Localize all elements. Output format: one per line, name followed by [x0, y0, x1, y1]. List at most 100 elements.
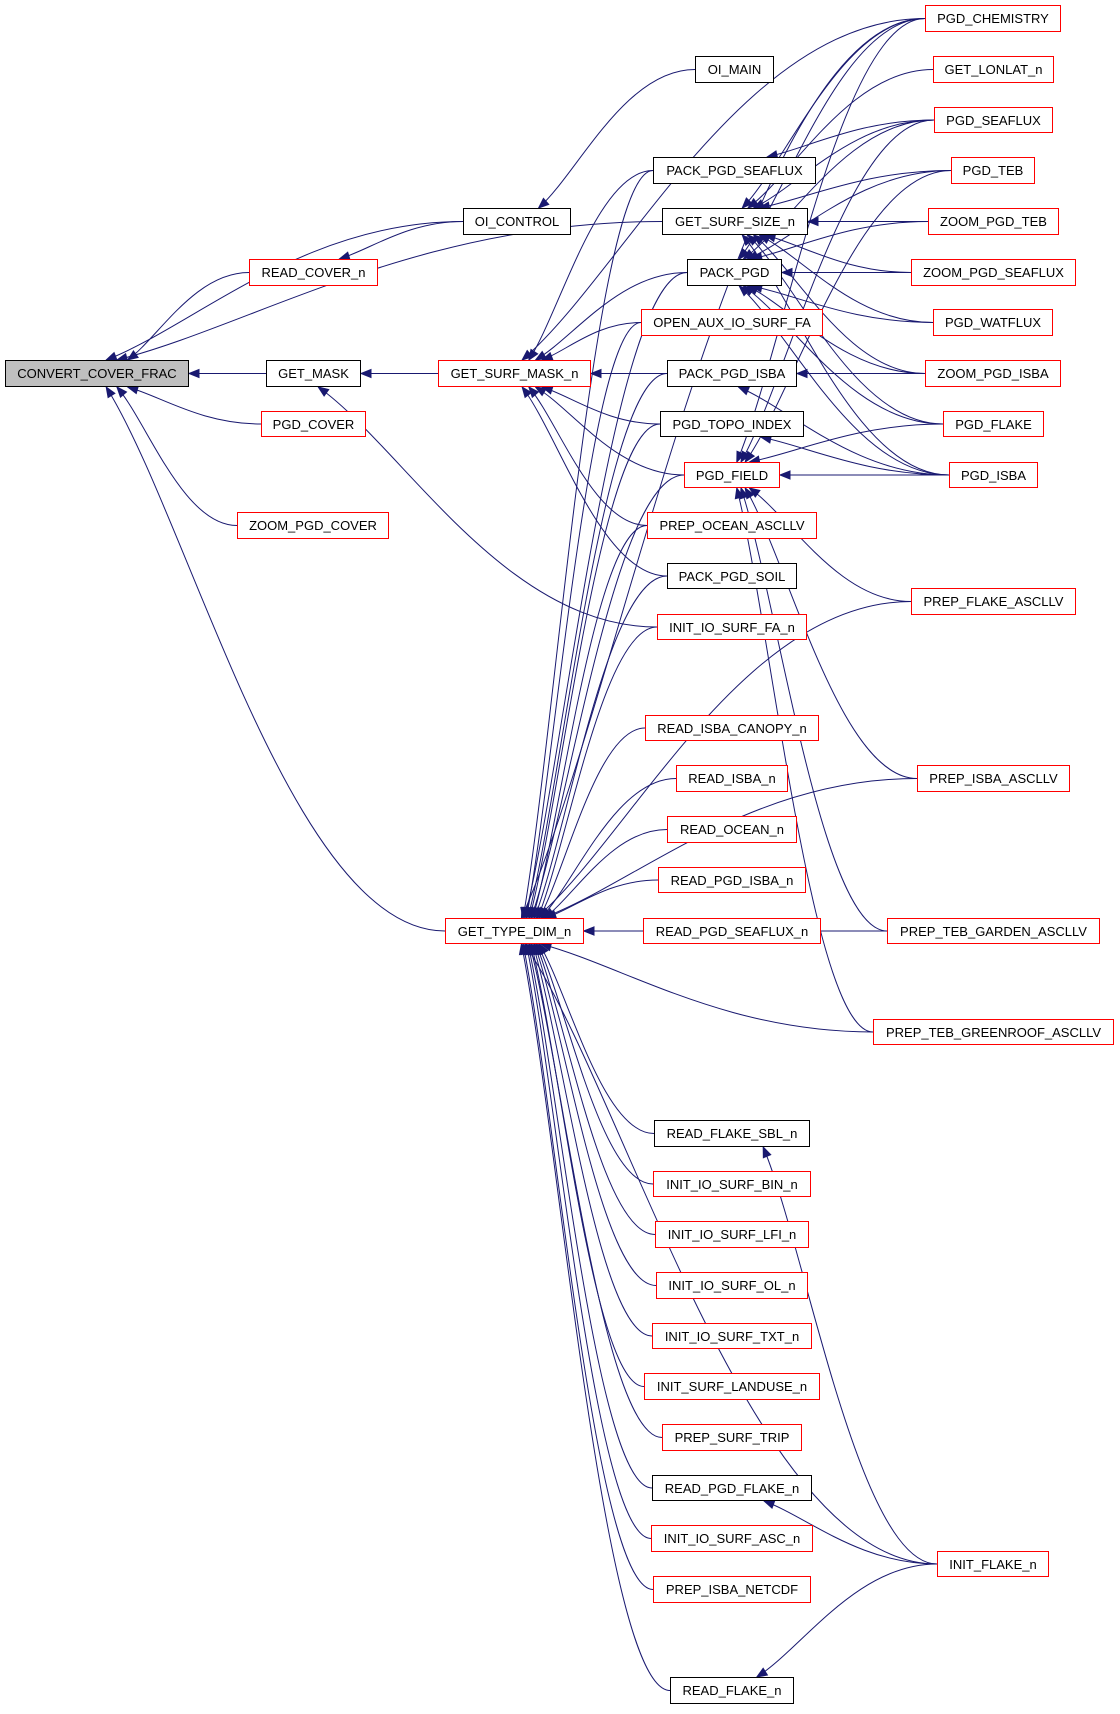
edge-init_io_surf_ol_n-to-get_type_dim_n: [533, 943, 657, 1286]
edge-pgd_field-to-get_surf_mask_n: [535, 386, 685, 476]
node-label: PGD_SEAFLUX: [946, 112, 1041, 128]
edge-pgd_flake-to-pack_pgd: [743, 285, 944, 425]
node-label: CONVERT_COVER_FRAC: [17, 366, 177, 381]
node-init-io-surf-txt-n[interactable]: INIT_IO_SURF_TXT_n: [652, 1323, 812, 1349]
edge-read_isba_n-to-get_type_dim_n: [540, 778, 677, 919]
edge-zoom_pgd_isba-to-pack_pgd: [747, 285, 926, 374]
node-init-io-surf-ol-n[interactable]: INIT_IO_SURF_OL_n: [656, 1272, 808, 1299]
node-label: PGD_FLAKE: [955, 416, 1032, 432]
edge-pack_pgd-to-get_surf_mask_n: [535, 272, 688, 361]
edge-pgd_teb-to-get_surf_size_n: [759, 170, 952, 209]
node-label: PACK_PGD_SEAFLUX: [666, 163, 803, 178]
node-open-aux-io-surf-fa[interactable]: OPEN_AUX_IO_SURF_FA: [641, 309, 823, 336]
node-label: PGD_CHEMISTRY: [937, 11, 1049, 26]
node-prep-flake-ascllv[interactable]: PREP_FLAKE_ASCLLV: [911, 588, 1076, 615]
arrowhead-icon: [534, 386, 547, 397]
edge-zoom_pgd_cover-to-convert_cover_frac: [116, 386, 238, 526]
node-pgd-field[interactable]: PGD_FIELD: [684, 462, 780, 488]
node-prep-teb-greenroof-ascllv[interactable]: PREP_TEB_GREENROOF_ASCLLV: [873, 1019, 1114, 1045]
node-pgd-topo-index[interactable]: PGD_TOPO_INDEX: [660, 411, 804, 437]
node-pgd-flake[interactable]: PGD_FLAKE: [943, 411, 1044, 437]
node-get-lonlat-n[interactable]: GET_LONLAT_n: [933, 56, 1054, 83]
node-pgd-teb[interactable]: PGD_TEB: [951, 157, 1035, 184]
node-zoom-pgd-isba[interactable]: ZOOM_PGD_ISBA: [925, 360, 1061, 387]
node-get-surf-mask-n[interactable]: GET_SURF_MASK_n: [438, 360, 591, 387]
node-zoom-pgd-seaflux[interactable]: ZOOM_PGD_SEAFLUX: [911, 259, 1076, 286]
node-read-isba-canopy-n[interactable]: READ_ISBA_CANOPY_n: [645, 715, 819, 741]
arrowhead-icon: [521, 385, 533, 399]
node-label: INIT_SURF_LANDUSE_n: [656, 1379, 808, 1394]
arrowhead-icon: [748, 487, 761, 498]
node-pack-pgd-isba[interactable]: PACK_PGD_ISBA: [667, 360, 797, 387]
edge-pgd_flake-to-get_surf_size_n: [747, 234, 944, 425]
node-pack-pgd-seaflux[interactable]: PACK_PGD_SEAFLUX: [653, 157, 816, 184]
edge-pack_pgd_seaflux-to-get_surf_mask_n: [528, 170, 654, 361]
node-read-flake-n[interactable]: READ_FLAKE_n: [670, 1677, 794, 1704]
node-pgd-seaflux[interactable]: PGD_SEAFLUX: [934, 107, 1053, 133]
node-pgd-watflux[interactable]: PGD_WATFLUX: [933, 309, 1053, 336]
node-get-surf-size-n[interactable]: GET_SURF_SIZE_n: [662, 208, 808, 235]
edge-pack_pgd_soil-to-get_type_dim_n: [533, 575, 668, 919]
node-zoom-pgd-cover[interactable]: ZOOM_PGD_COVER: [237, 512, 389, 539]
edge-get_type_dim_n-to-convert_cover_frac: [105, 386, 446, 932]
node-read-pgd-isba-n[interactable]: READ_PGD_ISBA_n: [658, 867, 806, 893]
edge-oi_control-to-convert_cover_frac: [106, 221, 464, 361]
edge-prep_ocean_ascllv-to-get_surf_mask_n: [528, 386, 648, 526]
node-get-type-dim-n[interactable]: GET_TYPE_DIM_n: [445, 918, 584, 944]
edge-prep_ocean_ascllv-to-get_type_dim_n: [532, 525, 648, 919]
arrowhead-icon: [795, 368, 808, 379]
arrowhead-icon: [589, 368, 602, 379]
node-prep-ocean-ascllv[interactable]: PREP_OCEAN_ASCLLV: [647, 512, 817, 539]
node-oi-control[interactable]: OI_CONTROL: [463, 208, 571, 235]
node-pack-pgd-soil[interactable]: PACK_PGD_SOIL: [667, 563, 797, 589]
node-read-pgd-flake-n[interactable]: READ_PGD_FLAKE_n: [652, 1475, 812, 1501]
edge-prep_teb_greenroof_ascllv-to-get_type_dim_n: [540, 943, 874, 1033]
node-init-io-surf-lfi-n[interactable]: INIT_IO_SURF_LFI_n: [655, 1221, 809, 1248]
node-label: PGD_TEB: [962, 163, 1024, 178]
node-read-isba-n[interactable]: READ_ISBA_n: [676, 765, 788, 792]
node-oi-main[interactable]: OI_MAIN: [695, 56, 774, 83]
arrowhead-icon: [738, 285, 751, 297]
edge-zoom_pgd_seaflux-to-get_surf_size_n: [764, 234, 912, 273]
edge-prep_teb_greenroof_ascllv-to-pgd_field: [736, 487, 874, 1033]
arrowhead-icon: [534, 350, 547, 361]
edge-prep_isba_ascllv-to-get_type_dim_n: [542, 778, 918, 919]
node-label: PGD_ISBA: [960, 467, 1027, 483]
node-label: PGD_FIELD: [695, 467, 769, 483]
node-label: PACK_PGD: [699, 265, 770, 280]
edge-init_io_surf_lfi_n-to-get_type_dim_n: [535, 943, 656, 1235]
node-read-cover-n[interactable]: READ_COVER_n: [249, 259, 378, 286]
node-init-io-surf-asc-n[interactable]: INIT_IO_SURF_ASC_n: [651, 1525, 813, 1552]
edge-read_pgd_flake_n-to-get_type_dim_n: [527, 943, 653, 1489]
arrowhead-icon: [317, 386, 330, 397]
node-pgd-isba[interactable]: PGD_ISBA: [949, 462, 1038, 488]
node-read-flake-sbl-n[interactable]: READ_FLAKE_SBL_n: [654, 1120, 810, 1147]
node-read-ocean-n[interactable]: READ_OCEAN_n: [667, 816, 797, 843]
edge-pgd_teb-to-pack_pgd: [747, 170, 952, 260]
node-init-surf-landuse-n[interactable]: INIT_SURF_LANDUSE_n: [644, 1373, 820, 1400]
node-zoom-pgd-teb[interactable]: ZOOM_PGD_TEB: [928, 208, 1059, 235]
edge-pgd_seaflux-to-get_surf_size_n: [753, 119, 935, 209]
node-label: PGD_WATFLUX: [944, 315, 1042, 330]
node-label: INIT_IO_SURF_LFI_n: [667, 1227, 797, 1242]
node-label: ZOOM_PGD_COVER: [249, 518, 377, 533]
node-init-flake-n[interactable]: INIT_FLAKE_n: [937, 1551, 1049, 1577]
node-init-io-surf-bin-n[interactable]: INIT_IO_SURF_BIN_n: [653, 1171, 811, 1197]
node-pack-pgd[interactable]: PACK_PGD: [687, 259, 782, 286]
node-label: READ_COVER_n: [261, 265, 366, 280]
node-pgd-cover[interactable]: PGD_COVER: [261, 411, 366, 437]
node-label: OI_MAIN: [707, 62, 762, 77]
node-label: READ_OCEAN_n: [679, 822, 785, 837]
node-prep-teb-garden-ascllv[interactable]: PREP_TEB_GARDEN_ASCLLV: [887, 918, 1100, 944]
node-read-pgd-seaflux-n[interactable]: READ_PGD_SEAFLUX_n: [643, 918, 821, 944]
node-get-mask[interactable]: GET_MASK: [266, 360, 361, 387]
node-init-io-surf-fa-n[interactable]: INIT_IO_SURF_FA_n: [657, 614, 807, 640]
edge-prep_isba_netcdf-to-get_type_dim_n: [522, 943, 654, 1590]
arrowhead-icon: [762, 1500, 776, 1510]
node-prep-isba-ascllv[interactable]: PREP_ISBA_ASCLLV: [917, 765, 1070, 792]
node-pgd-chemistry[interactable]: PGD_CHEMISTRY: [925, 5, 1061, 32]
edge-pgd_topo_index-to-get_type_dim_n: [529, 423, 661, 919]
edge-init_io_surf_txt_n-to-get_type_dim_n: [532, 943, 653, 1337]
node-prep-surf-trip[interactable]: PREP_SURF_TRIP: [662, 1424, 802, 1451]
node-prep-isba-netcdf[interactable]: PREP_ISBA_NETCDF: [653, 1576, 811, 1603]
